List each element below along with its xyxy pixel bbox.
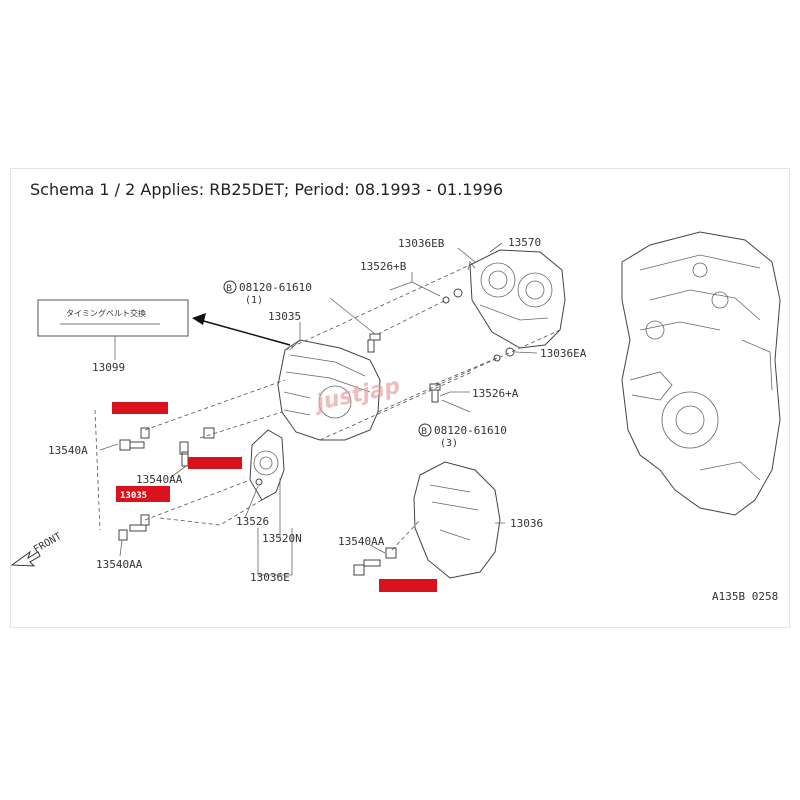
reference-arrow	[192, 313, 291, 346]
front-label: FRONT	[32, 531, 64, 556]
b-marker-top	[223, 280, 237, 294]
callout-08120-bottom-qty: (3)	[440, 438, 458, 449]
engine-block-drawing	[621, 231, 781, 516]
diagram-frame	[10, 168, 790, 628]
callout-13526: 13526	[236, 515, 269, 528]
callout-08120-bottom: 08120-61610	[434, 424, 507, 437]
b-marker-bottom-letter: B	[421, 427, 427, 437]
callout-08120-top: 08120-61610	[239, 281, 312, 294]
callout-13570: 13570	[508, 236, 541, 249]
highlight-label-2	[188, 457, 242, 469]
b-marker-top-letter: B	[226, 284, 232, 294]
callout-13540a: 13540A	[48, 444, 88, 457]
highlight-labels	[112, 402, 437, 592]
callout-13526a: 13526+A	[472, 387, 519, 400]
callout-13036e: 13036E	[250, 571, 290, 584]
schema-title: Schema 1 / 2 Applies: RB25DET; Period: 0…	[30, 180, 503, 199]
b-marker-bottom	[418, 423, 432, 437]
highlight-label-3-text: 13035	[120, 491, 147, 501]
highlight-label-1	[112, 402, 168, 414]
diagram-code: A135B 0258	[712, 590, 778, 603]
callout-13520n: 13520N	[262, 532, 302, 545]
assembly-dashed-lines	[94, 264, 561, 551]
rear-cover-13570	[467, 249, 566, 349]
leader-lines	[99, 242, 538, 576]
label-box-13099	[37, 299, 189, 337]
callout-13036eb: 13036EB	[398, 237, 445, 250]
highlight-label-3	[116, 486, 170, 502]
callout-13526b: 13526+B	[360, 260, 407, 273]
lower-cover-13036	[413, 461, 501, 579]
label-box-text: タイミングベルト交換	[66, 308, 146, 318]
callout-13036ea: 13036EA	[540, 347, 587, 360]
seal-plate-13520n	[249, 429, 285, 501]
callout-08120-top-qty: (1)	[245, 295, 263, 306]
bolts	[118, 288, 515, 576]
watermark-logo: justjap	[311, 374, 402, 417]
callout-13540aa-3: 13540AA	[96, 558, 143, 571]
callout-13099: 13099	[92, 361, 125, 374]
highlight-label-4	[379, 579, 437, 592]
callout-13035: 13035	[268, 310, 301, 323]
callout-13540aa-2: 13540AA	[338, 535, 385, 548]
callout-13540aa-1: 13540AA	[136, 473, 183, 486]
callout-13036: 13036	[510, 517, 543, 530]
front-arrow-icon	[10, 550, 41, 567]
